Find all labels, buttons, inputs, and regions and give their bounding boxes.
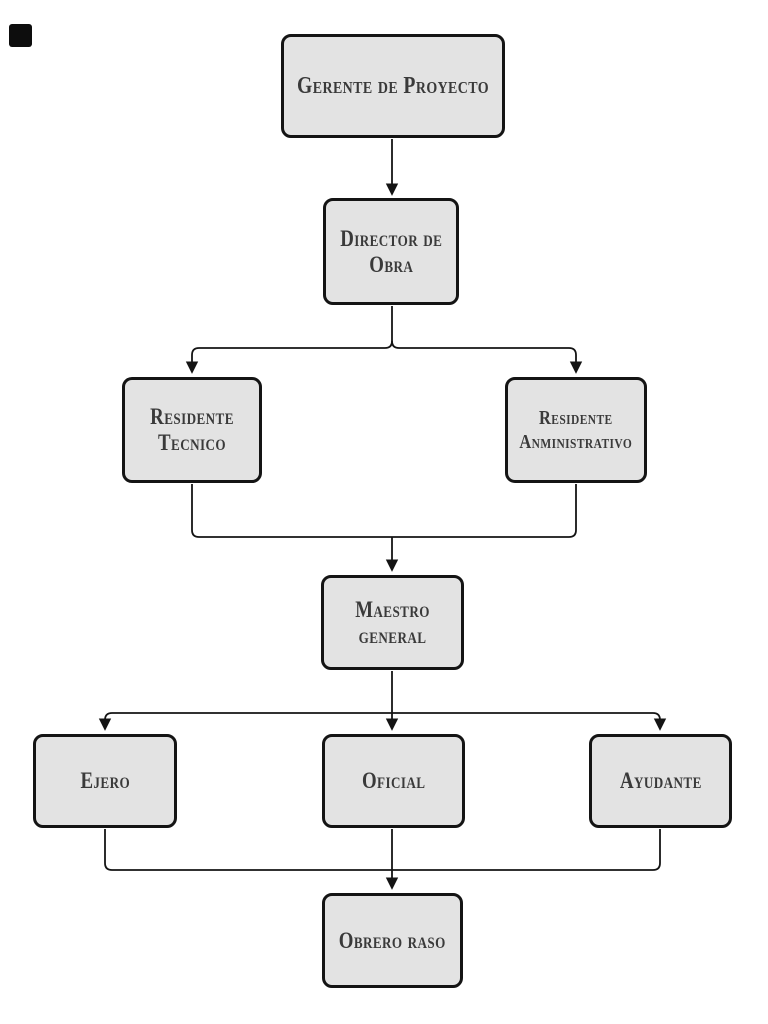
node-residente-anministrativo: Residente Anministrativo [505, 377, 647, 483]
node-label-oficial: Oficial [361, 768, 426, 793]
edge-maestro-ayudante [392, 712, 667, 731]
node-label-ejero: Ejero [80, 768, 130, 793]
node-ayudante: Ayudante [589, 734, 732, 828]
edge-residente-tecnico-maestro [191, 484, 392, 538]
node-director-de-obra: Director de Obra [323, 198, 459, 305]
node-label-obrero-raso: Obrero raso [338, 927, 447, 953]
node-gerente-de-proyecto: Gerente de Proyecto [281, 34, 505, 138]
node-label-ayudante: Ayudante [619, 768, 702, 793]
node-label-residente-tecnico: Residente Tecnico [150, 404, 234, 455]
node-label-maestro-general: Maestro general [355, 596, 430, 648]
edge-maestro-ejero [98, 712, 392, 731]
node-residente-tecnico: Residente Tecnico [122, 377, 262, 483]
node-maestro-general: Maestro general [321, 575, 464, 670]
edge-director-residente-tecnico [185, 306, 393, 374]
edge-residente-anministrativo-maestro [392, 484, 577, 538]
black-corner-mark [9, 24, 32, 47]
node-label-gerente-de-proyecto: Gerente de Proyecto [297, 73, 489, 99]
node-ejero: Ejero [33, 734, 177, 828]
node-label-director-de-obra: Director de Obra [339, 225, 443, 277]
edge-ejero-obrero [104, 829, 392, 871]
node-label-residente-anministrativo: Residente Anministrativo [519, 407, 633, 453]
edge-director-residente-anministrativo [391, 340, 583, 374]
node-oficial: Oficial [322, 734, 465, 828]
edge-ayudante-obrero [392, 829, 661, 871]
node-obrero-raso: Obrero raso [322, 893, 463, 988]
